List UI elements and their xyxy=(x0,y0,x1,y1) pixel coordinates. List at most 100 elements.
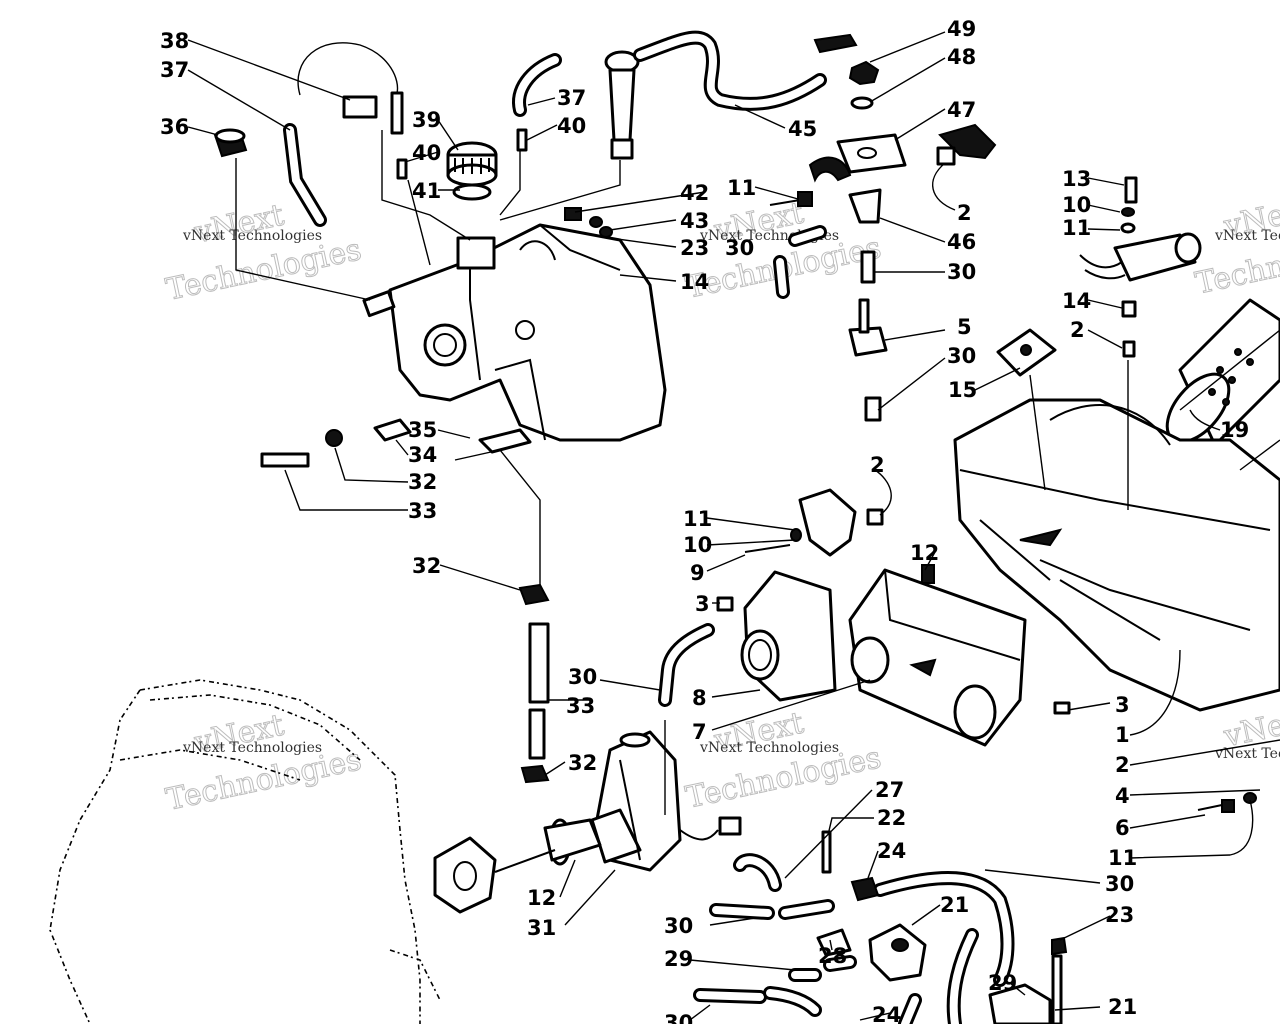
callout-32: 32 xyxy=(412,554,441,578)
callout-47: 47 xyxy=(947,98,976,122)
callout-28: 28 xyxy=(818,944,847,968)
air-box xyxy=(953,398,1280,712)
callout-36: 36 xyxy=(160,115,189,139)
callout-30: 30 xyxy=(568,665,597,689)
callout-41: 41 xyxy=(412,179,441,203)
callout-24: 24 xyxy=(877,839,906,863)
callout-42: 42 xyxy=(680,181,709,205)
watermark-caption: vNext Technologies xyxy=(182,228,322,244)
callout-11: 11 xyxy=(683,507,712,531)
watermark-caption: vNext Technologies xyxy=(699,740,839,756)
callout-23: 23 xyxy=(1105,903,1134,927)
callout-30: 30 xyxy=(664,914,693,938)
engine-outline xyxy=(49,679,441,1024)
vent-hoses xyxy=(283,53,562,227)
fitting-42-43 xyxy=(564,207,613,238)
callout-37: 37 xyxy=(557,86,586,110)
callout-30: 30 xyxy=(947,260,976,284)
callout-3: 3 xyxy=(1115,693,1130,717)
watermark-caption: vNext Technologies xyxy=(182,740,322,756)
decal-15 xyxy=(996,328,1057,377)
callout-32: 32 xyxy=(568,751,597,775)
bolt-11-top xyxy=(769,191,813,207)
fuel-line-30-top xyxy=(773,225,827,299)
callout-10: 10 xyxy=(1062,193,1091,217)
callout-46: 46 xyxy=(947,230,976,254)
callout-11: 11 xyxy=(1062,216,1091,240)
callout-29: 29 xyxy=(664,947,693,971)
callout-2: 2 xyxy=(957,201,972,225)
callout-30: 30 xyxy=(1105,872,1134,896)
callout-7: 7 xyxy=(692,720,707,744)
fuel-pump-lower xyxy=(693,830,1068,1024)
air-silencer-half-8 xyxy=(740,570,837,702)
callout-13: 13 xyxy=(1062,167,1091,191)
fuel-line-33 xyxy=(518,583,550,784)
callout-39: 39 xyxy=(412,108,441,132)
callout-43: 43 xyxy=(680,209,709,233)
callout-27: 27 xyxy=(875,778,904,802)
fittings-35-34 xyxy=(260,418,532,468)
air-silencer-half-7 xyxy=(848,568,1027,747)
callout-33: 33 xyxy=(408,499,437,523)
callout-14: 14 xyxy=(1062,289,1091,313)
callout-31: 31 xyxy=(527,916,556,940)
fuel-tank xyxy=(362,223,667,442)
callout-48: 48 xyxy=(947,45,976,69)
callout-22: 22 xyxy=(877,806,906,830)
callout-37: 37 xyxy=(160,58,189,82)
callout-numbers: 38 37 36 39 40 40 37 41 45 49 48 47 11 2… xyxy=(160,17,1249,1024)
fuel-line-30-carb xyxy=(658,623,715,707)
callout-19: 19 xyxy=(1220,418,1249,442)
callout-30: 30 xyxy=(725,236,754,260)
callout-35: 35 xyxy=(408,418,437,442)
callout-14: 14 xyxy=(680,270,709,294)
callout-11: 11 xyxy=(727,176,756,200)
solenoid-assembly xyxy=(1079,176,1202,358)
callout-21: 21 xyxy=(940,893,969,917)
bolts-right xyxy=(1053,701,1257,813)
callout-30: 30 xyxy=(947,344,976,368)
callout-23: 23 xyxy=(680,236,709,260)
callout-21: 21 xyxy=(1108,995,1137,1019)
callout-1: 1 xyxy=(1115,723,1130,747)
callout-49: 49 xyxy=(947,17,976,41)
fuel-filter xyxy=(848,298,888,422)
leader-lines xyxy=(187,31,1280,1021)
intake-flange xyxy=(433,836,556,914)
callout-12: 12 xyxy=(910,541,939,565)
callout-9: 9 xyxy=(690,561,705,585)
callout-2: 2 xyxy=(870,453,885,477)
fuel-gauge-sender xyxy=(604,30,858,160)
filler-cap xyxy=(446,141,498,201)
callout-45: 45 xyxy=(788,117,817,141)
callout-3: 3 xyxy=(695,592,710,616)
callout-38: 38 xyxy=(160,29,189,53)
callout-11: 11 xyxy=(1108,846,1137,870)
mounting-bracket-47 xyxy=(808,60,997,284)
callout-6: 6 xyxy=(1115,816,1130,840)
watermark-left-top: vNext Technologies xyxy=(163,197,365,308)
callout-2: 2 xyxy=(1115,753,1130,777)
callout-29: 29 xyxy=(988,971,1017,995)
callout-2: 2 xyxy=(1070,318,1085,342)
cap-36 xyxy=(213,128,248,158)
callout-12: 12 xyxy=(527,886,556,910)
watermark-caption: vNext Technologies xyxy=(1214,228,1280,244)
carburetor xyxy=(543,730,742,872)
callout-15: 15 xyxy=(948,378,977,402)
callout-30: 30 xyxy=(664,1011,693,1024)
callout-10: 10 xyxy=(683,533,712,557)
callout-40: 40 xyxy=(412,141,441,165)
air-silencer-cylinder xyxy=(1165,298,1280,447)
callout-34: 34 xyxy=(408,443,437,467)
callout-33: 33 xyxy=(566,694,595,718)
callout-32: 32 xyxy=(408,470,437,494)
callout-4: 4 xyxy=(1115,784,1130,808)
callout-8: 8 xyxy=(692,686,707,710)
callout-40: 40 xyxy=(557,114,586,138)
throttle-bracket xyxy=(716,488,935,612)
callout-5: 5 xyxy=(957,315,972,339)
callout-24: 24 xyxy=(872,1003,901,1024)
